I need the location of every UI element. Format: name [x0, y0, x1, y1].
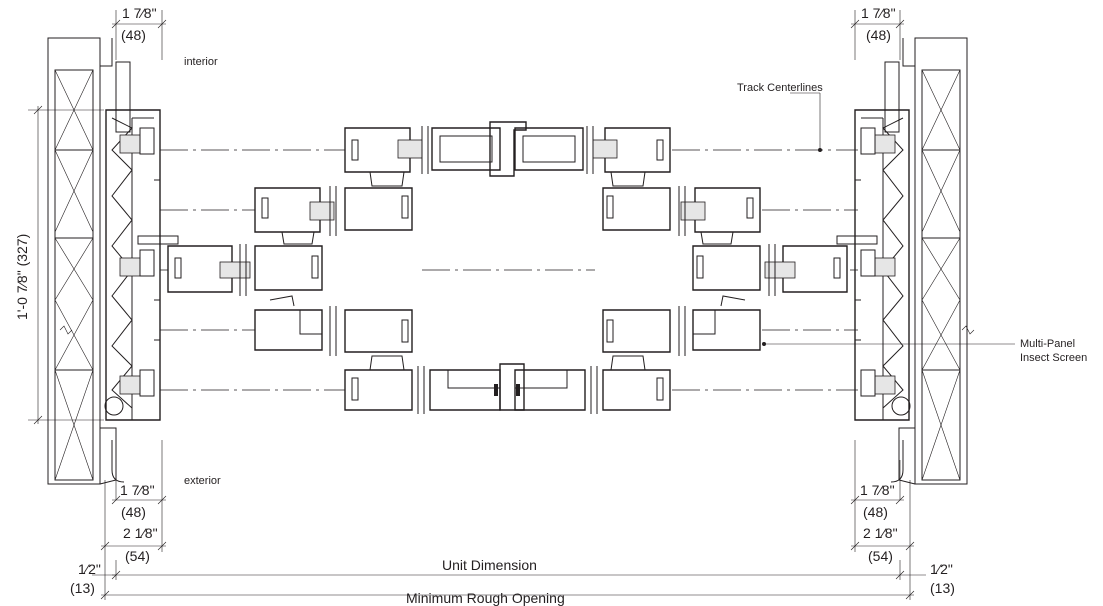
dim-left-half-in: 1⁄2" [78, 561, 101, 577]
dim-top-left-in: 1 7⁄8" [122, 5, 157, 21]
dim-top-left-mm: (48) [121, 27, 146, 43]
dim-bottom-left-b-mm: (54) [125, 548, 150, 564]
dim-bottom-left-a-in: 1 7⁄8" [120, 482, 155, 498]
right-wall [836, 37, 968, 485]
right-panels [514, 126, 848, 414]
track-centerlines [160, 149, 858, 391]
center-interlock [489, 121, 527, 411]
track-centerlines-label: Track Centerlines [737, 82, 823, 94]
dimension-lines [28, 10, 1015, 600]
insect-screen-label-1: Multi-Panel [1020, 338, 1075, 350]
dim-bottom-right-b-mm: (54) [868, 548, 893, 564]
dim-top-right-in: 1 7⁄8" [861, 5, 896, 21]
insect-screen-label-2: Insect Screen [1020, 352, 1087, 364]
dim-left-half-mm: (13) [70, 580, 95, 596]
unit-dimension-label: Unit Dimension [442, 557, 537, 573]
dim-height: 1'-0 7⁄8" (327) [14, 234, 30, 320]
annotations: interior exterior Track Centerlines Mult… [14, 5, 1087, 606]
exterior-label: exterior [184, 475, 221, 487]
dim-bottom-left-a-mm: (48) [121, 504, 146, 520]
dim-right-half-in: 1⁄2" [930, 561, 953, 577]
rough-opening-label: Minimum Rough Opening [406, 590, 565, 606]
dim-bottom-right-a-in: 1 7⁄8" [860, 482, 895, 498]
interior-label: interior [184, 56, 218, 68]
left-frame [104, 109, 179, 421]
dim-bottom-right-a-mm: (48) [863, 504, 888, 520]
dim-top-right-mm: (48) [866, 27, 891, 43]
dim-right-half-mm: (13) [930, 580, 955, 596]
dim-bottom-right-b-in: 2 1⁄8" [863, 525, 898, 541]
left-wall [47, 37, 131, 485]
left-panels [167, 126, 501, 414]
dim-bottom-left-b-in: 2 1⁄8" [123, 525, 158, 541]
